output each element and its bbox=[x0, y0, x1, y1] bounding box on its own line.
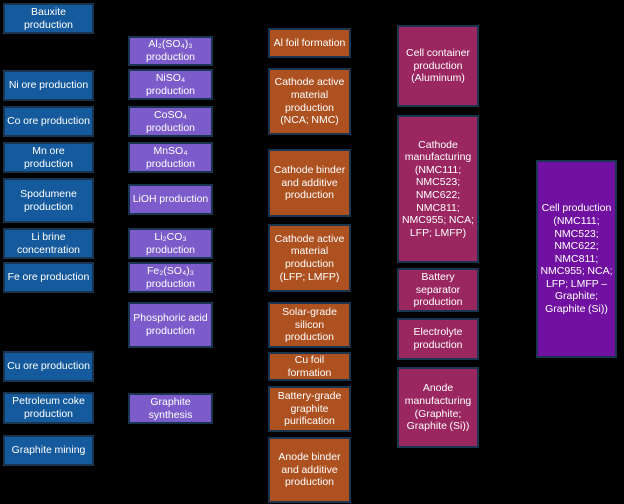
process-box-label: Co ore production bbox=[7, 115, 90, 128]
process-box: Anode binder and additive production bbox=[268, 437, 351, 503]
process-box: Solar-grade silicon production bbox=[268, 302, 351, 348]
process-box-label: Cell container production (Aluminum) bbox=[406, 47, 470, 85]
process-box-label: Ni ore production bbox=[8, 79, 89, 92]
process-box: Graphite mining bbox=[3, 435, 94, 466]
process-box-label: Anode binder and additive production bbox=[278, 451, 341, 489]
process-box: Cu foil formation bbox=[268, 352, 351, 381]
process-box-label: MnSO₄ production bbox=[145, 144, 196, 170]
process-box: Cathode manufacturing (NMC111; NMC523; N… bbox=[397, 115, 479, 263]
process-box-label: Petroleum coke production bbox=[12, 395, 85, 420]
process-box: Electrolyte production bbox=[397, 318, 479, 360]
process-box-label: Cathode manufacturing (NMC111; NMC523; N… bbox=[401, 138, 475, 239]
process-box: Fe ore production bbox=[3, 262, 94, 293]
process-box: Fe₂(SO₄)₃ production bbox=[128, 262, 213, 293]
process-box-label: Al₂(SO₄)₃ production bbox=[145, 38, 196, 63]
process-box-label: Solar-grade silicon production bbox=[282, 306, 337, 344]
process-box: Bauxite production bbox=[3, 3, 94, 34]
process-box-label: Cu foil formation bbox=[287, 353, 332, 379]
process-box-label: Electrolyte production bbox=[413, 326, 463, 351]
process-box: NiSO₄ production bbox=[128, 69, 213, 100]
process-box-label: Anode manufacturing (Graphite; Graphite … bbox=[404, 382, 472, 433]
process-box-label: Li₂CO₃ production bbox=[145, 230, 196, 256]
process-box-label: Battery separator production bbox=[413, 271, 463, 309]
process-box: Cell production (NMC111; NMC523; NMC622;… bbox=[536, 160, 617, 358]
process-box-label: NiSO₄ production bbox=[145, 71, 196, 97]
process-box-label: Fe ore production bbox=[7, 271, 90, 284]
process-box-label: Cu ore production bbox=[7, 360, 90, 373]
process-box: Ni ore production bbox=[3, 70, 94, 101]
process-box: Co ore production bbox=[3, 106, 94, 137]
process-box-label: Mn ore production bbox=[23, 144, 74, 170]
process-box-label: Al foil formation bbox=[273, 36, 346, 49]
process-box-label: Li brine concentration bbox=[16, 230, 81, 256]
process-box: MnSO₄ production bbox=[128, 142, 213, 173]
process-box-label: Spodumene production bbox=[20, 187, 77, 213]
process-box: Cathode active material production (LFP;… bbox=[268, 224, 351, 292]
process-box: Cu ore production bbox=[3, 351, 94, 382]
process-box-label: Phosphoric acid production bbox=[133, 312, 208, 337]
process-box-label: LiOH production bbox=[132, 193, 209, 206]
process-box: CoSO₄ production bbox=[128, 106, 213, 137]
process-box: Battery separator production bbox=[397, 268, 479, 312]
process-box: Anode manufacturing (Graphite; Graphite … bbox=[397, 367, 479, 448]
process-box-label: Fe₂(SO₄)₃ production bbox=[145, 264, 196, 290]
process-box: Cathode binder and additive production bbox=[268, 149, 351, 217]
process-box: Al₂(SO₄)₃ production bbox=[128, 36, 213, 66]
process-box: Mn ore production bbox=[3, 142, 94, 173]
process-box-label: Cathode active material production (NCA;… bbox=[274, 76, 345, 127]
process-box: Al foil formation bbox=[268, 28, 351, 58]
process-box-label: CoSO₄ production bbox=[145, 108, 196, 134]
process-box: Battery-grade graphite purification bbox=[268, 386, 351, 432]
process-box: Petroleum coke production bbox=[3, 392, 94, 424]
process-box: Cathode active material production (NCA;… bbox=[268, 68, 351, 135]
process-box: Cell container production (Aluminum) bbox=[397, 25, 479, 107]
process-box: LiOH production bbox=[128, 184, 213, 215]
process-box-label: Cathode active material production (LFP;… bbox=[274, 232, 345, 283]
process-box-label: Bauxite production bbox=[23, 5, 74, 31]
process-box-label: Cathode binder and additive production bbox=[273, 164, 346, 202]
process-box-label: Cell production (NMC111; NMC523; NMC622;… bbox=[540, 202, 613, 316]
process-box: Li brine concentration bbox=[3, 228, 94, 259]
process-box: Graphite synthesis bbox=[128, 393, 213, 424]
process-box-label: Graphite mining bbox=[11, 444, 86, 457]
process-box: Spodumene production bbox=[3, 178, 94, 223]
process-box: Phosphoric acid production bbox=[128, 302, 213, 348]
process-box-label: Battery-grade graphite purification bbox=[277, 390, 342, 428]
process-box-label: Graphite synthesis bbox=[148, 395, 193, 421]
process-box: Li₂CO₃ production bbox=[128, 228, 213, 259]
